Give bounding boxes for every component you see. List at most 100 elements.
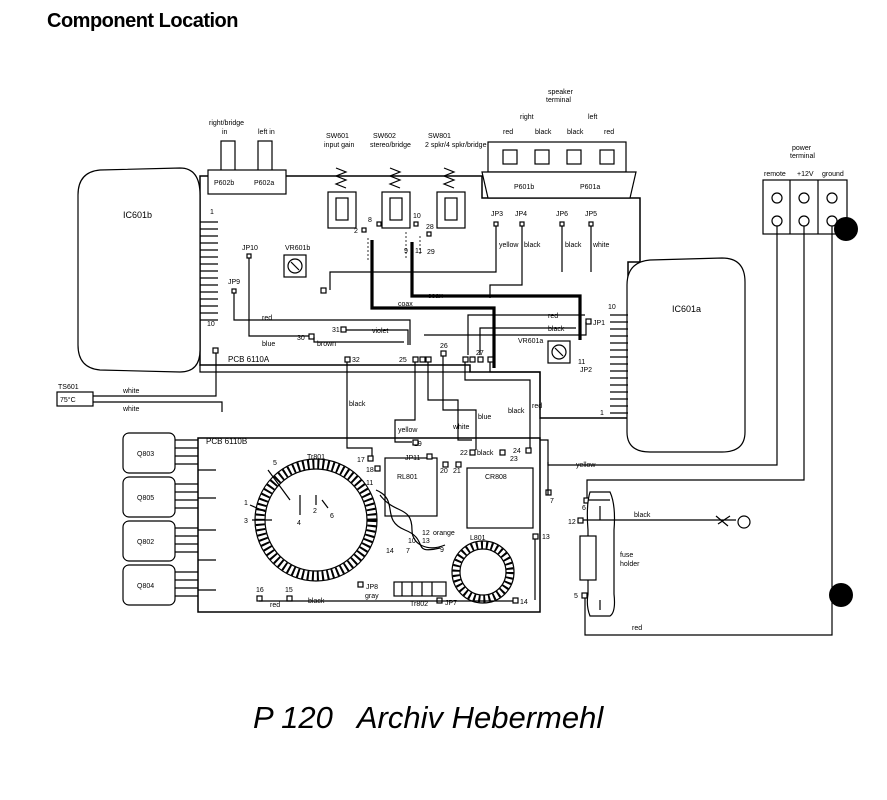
power-terminal-title-1: power: [792, 145, 812, 152]
pin-29-label: 29: [427, 249, 435, 256]
speaker-right-label: right: [520, 114, 534, 121]
l801-label: L801: [470, 535, 486, 542]
pin-8-label: 8: [368, 217, 372, 224]
fuse-holder-label-2: holder: [620, 561, 640, 568]
vr601a-label: VR601a: [518, 338, 543, 345]
pin-17-label: 17: [357, 457, 365, 464]
input-right-label-2: in: [222, 129, 228, 136]
wire-label-black-jp1: black: [548, 326, 565, 333]
footer-model: P 120: [253, 700, 333, 735]
ts601-sensor: [56, 391, 94, 407]
wire-label-blue-26: blue: [478, 414, 491, 421]
wire-label-red-16: red: [270, 602, 280, 609]
pin-9-label: 9: [404, 248, 408, 255]
ic601a-pins: [610, 314, 628, 414]
power-ground-label: ground: [822, 171, 844, 178]
pin-16-label: 16: [256, 587, 264, 594]
pin-11-label: 11: [415, 248, 422, 255]
power-screw-12v-top: [798, 192, 810, 204]
speaker-post-3: [566, 149, 582, 165]
wire-label-black-jp4: black: [524, 242, 541, 249]
ic601b-pin-10: 10: [207, 321, 215, 328]
jp10-label: JP10: [242, 245, 258, 252]
power-screw-remote-top: [771, 192, 783, 204]
wire-label-yellow-19: yellow: [398, 427, 418, 434]
pin-13c-label: 13: [542, 534, 550, 541]
wire-label-gray: gray: [365, 593, 379, 600]
rl801-label: RL801: [397, 474, 418, 481]
wire-12v: [586, 226, 805, 500]
pin-11b-label: 11: [578, 359, 585, 366]
sw601-label: SW601: [326, 133, 349, 140]
pin-2-label: 2: [354, 228, 358, 235]
power-12v-label: +12V: [797, 171, 814, 178]
registration-dot-bottom: [829, 583, 853, 607]
speaker-post-2: [534, 149, 550, 165]
sw602-sublabel: stereo/bridge: [370, 142, 411, 149]
wire-label-yellow-remote: yellow: [576, 462, 596, 469]
pin-25-label: 25: [399, 357, 407, 364]
pin-22-label: 22: [460, 450, 468, 457]
pin-6c-label: 6: [582, 505, 586, 512]
jp3-label: JP3: [491, 211, 503, 218]
wire-label-orange: orange: [433, 530, 455, 537]
wire-label-coax-2: coax: [428, 293, 443, 300]
jp7-label: JP7: [445, 600, 457, 607]
jack-p602a: [257, 140, 273, 172]
ic601a-pin-10: 10: [608, 304, 616, 311]
sw801-label: SW801: [428, 133, 451, 140]
jp6-label: JP6: [556, 211, 568, 218]
jack-p602b: [220, 140, 236, 172]
speaker-color-4: red: [604, 129, 614, 136]
speaker-post-1: [502, 149, 518, 165]
wire-label-white-ts-1: white: [122, 388, 139, 395]
pin-12c-label: 12: [568, 519, 576, 526]
ic601b-label: IC601b: [123, 210, 152, 220]
sw801-sublabel: 2 spkr/4 spkr/bridge: [425, 142, 487, 149]
wire-label-red-ground: red: [632, 625, 642, 632]
power-screw-remote: [771, 215, 783, 227]
q803-label: Q803: [137, 451, 154, 458]
switch-sw601: [327, 167, 357, 229]
wire-label-violet: violet: [372, 328, 388, 335]
pin-13b-label: 13: [422, 538, 430, 545]
pin-6-label: 6: [330, 513, 334, 520]
page-title: Component Location: [47, 10, 238, 32]
switch-sw602: [381, 167, 411, 229]
pin-23-label: 23: [510, 456, 518, 463]
q804-label: Q804: [137, 583, 154, 590]
speaker-left-label: left: [588, 114, 597, 121]
wire-label-black-fuse: black: [634, 512, 651, 519]
pin-3-label: 3: [244, 518, 248, 525]
sw602-label: SW602: [373, 133, 396, 140]
wire-label-red-jp1: red: [548, 313, 558, 320]
pin-28-label: 28: [426, 224, 434, 231]
jp2-label: JP2: [580, 367, 592, 374]
pcb-a-label: PCB 6110A: [228, 355, 270, 364]
wire-label-black-32: black: [349, 401, 366, 408]
pin-4-label: 4: [297, 520, 301, 527]
transistor-q805: [122, 476, 198, 518]
speaker-post-4: [599, 149, 615, 165]
pin-20-label: 20: [440, 468, 448, 475]
coax-cable-1: [370, 240, 496, 368]
pin-32-label: 32: [352, 357, 360, 364]
sw601-sublabel: input gain: [324, 142, 354, 149]
ts601-temp: 75°C: [60, 396, 76, 404]
jp8-label: JP8: [366, 584, 378, 591]
wire-label-brown: brown: [317, 341, 336, 348]
pin-5c-label: 5: [574, 593, 578, 600]
pin-10-label: 10: [413, 213, 421, 220]
coax-cable-2: [410, 242, 582, 340]
pin-7b-label: 7: [406, 548, 410, 555]
jp9-label: JP9: [228, 279, 240, 286]
input-right-label-1: right/bridge: [209, 120, 244, 127]
power-screw-12v: [798, 215, 810, 227]
power-remote-label: remote: [764, 171, 786, 178]
speaker-terminal-title-1: speaker: [548, 89, 574, 96]
tr802-label: Tr802: [410, 601, 428, 608]
transformer-tr802: [393, 581, 447, 597]
ic601b-body: [77, 167, 201, 373]
jp4-label: JP4: [515, 211, 527, 218]
